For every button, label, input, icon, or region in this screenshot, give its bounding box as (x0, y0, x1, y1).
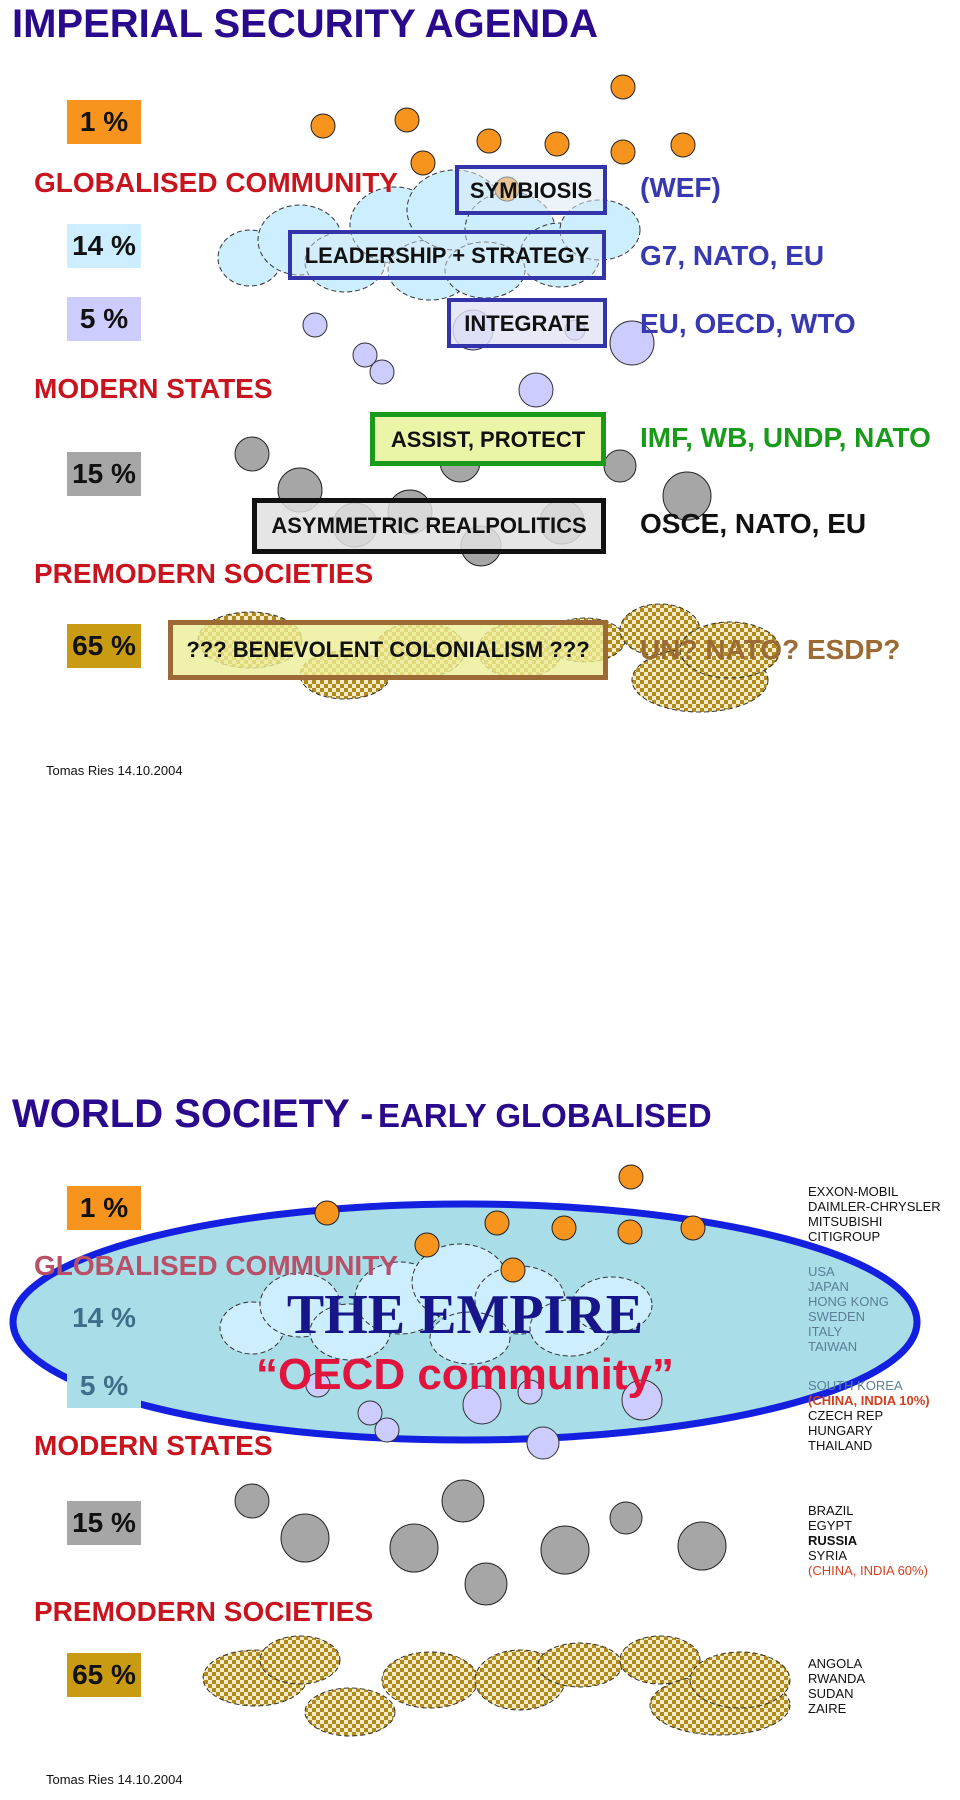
list-item: RWANDA (808, 1671, 866, 1686)
list-item: HONG KONG (808, 1294, 889, 1309)
slide2-title-main: WORLD SOCIETY - (12, 1092, 374, 1136)
box-symbiosis: SYMBIOSIS (455, 165, 607, 215)
list-item: CZECH REP (808, 1408, 884, 1423)
list-item: ANGOLA (808, 1656, 863, 1671)
list-item: SWEDEN (808, 1309, 866, 1324)
cat-globalised: GLOBALISED COMMUNITY (34, 167, 398, 198)
empire-title: THE EMPIRE (286, 1284, 644, 1346)
inner-cloud (219, 1243, 653, 1365)
oecd-community: “OECD community” (255, 1350, 675, 1399)
cat2-globalised: GLOBALISED COMMUNITY (34, 1250, 398, 1281)
list-item: ITALY (808, 1324, 843, 1339)
lavender-circles-2 (305, 1372, 663, 1460)
pct2-5: 5 % (67, 1364, 141, 1408)
list-item: SYRIA (808, 1548, 848, 1563)
org-osce: OSCE, NATO, EU (640, 508, 867, 539)
list-item: EGYPT (808, 1518, 853, 1533)
list-item: EXXON-MOBIL (808, 1184, 899, 1199)
pct-1: 1 % (67, 100, 141, 144)
box-leadership: LEADERSHIP + STRATEGY (288, 230, 606, 280)
list-item: HUNGARY (808, 1423, 873, 1438)
list-item: BRAZIL (808, 1503, 854, 1518)
box-asymmetric: ASYMMETRIC REALPOLITICS (252, 498, 606, 554)
org-un: UN? NATO? ESDP? (640, 634, 901, 665)
box-integrate: INTEGRATE (447, 298, 607, 348)
slide2-title: WORLD SOCIETY - EARLY GLOBALISED (12, 1092, 712, 1137)
cat-premodern: PREMODERN SOCIETIES (34, 558, 374, 589)
pct-14: 14 % (67, 224, 141, 268)
list-item: (CHINA, INDIA 10%) (808, 1393, 930, 1408)
slide1-footer: Tomas Ries 14.10.2004 (46, 763, 183, 778)
list-item: ZAIRE (808, 1701, 847, 1716)
pct-5: 5 % (67, 297, 141, 341)
slide2-title-sub: EARLY GLOBALISED (377, 1097, 712, 1134)
list-item: USA (808, 1264, 835, 1279)
premodern-clouds-2 (202, 1635, 791, 1737)
org-imf: IMF, WB, UNDP, NATO (640, 422, 931, 453)
list-item: THAILAND (808, 1438, 873, 1453)
cat-modern: MODERN STATES (34, 373, 273, 404)
orange-circles-2 (618, 1164, 644, 1190)
slide2-footer: Tomas Ries 14.10.2004 (46, 1772, 183, 1787)
box-assist: ASSIST, PROTECT (370, 412, 606, 466)
list-item: MITSUBISHI (808, 1214, 883, 1229)
list-item: SOUTH KOREA (808, 1378, 903, 1393)
pct-65: 65 % (67, 624, 141, 668)
list-item: SUDAN (808, 1686, 854, 1701)
pct2-65: 65 % (67, 1653, 141, 1697)
cat2-premodern: PREMODERN SOCIETIES (34, 1596, 374, 1627)
list-corporations: EXXON-MOBIL DAIMLER-CHRYSLER MITSUBISHI … (808, 1184, 941, 1244)
list-item: RUSSIA (808, 1533, 858, 1548)
pct-15: 15 % (67, 452, 141, 496)
list-oecd-core: USA JAPAN HONG KONG SWEDEN ITALY TAIWAN (808, 1264, 889, 1354)
box-colonialism: ??? BENEVOLENT COLONIALISM ??? (168, 620, 608, 680)
org-g7: G7, NATO, EU (640, 240, 825, 271)
gray-circles-2 (234, 1479, 727, 1606)
list-item: JAPAN (808, 1279, 849, 1294)
list-item: TAIWAN (808, 1339, 858, 1354)
org-eu: EU, OECD, WTO (640, 308, 856, 339)
pct2-1: 1 % (67, 1186, 141, 1230)
list-item: DAIMLER-CHRYSLER (808, 1199, 941, 1214)
list-integrating: SOUTH KOREA (CHINA, INDIA 10%) CZECH REP… (808, 1378, 930, 1453)
list-premodern: ANGOLA RWANDA SUDAN ZAIRE (808, 1656, 865, 1716)
slide1-title: IMPERIAL SECURITY AGENDA (12, 2, 598, 46)
pct2-14: 14 % (67, 1296, 141, 1340)
list-item: (CHINA, INDIA 60%) (808, 1563, 928, 1578)
list-item: CITIGROUP (808, 1229, 881, 1244)
org-wef: (WEF) (640, 172, 721, 203)
pct2-15: 15 % (67, 1501, 141, 1545)
orange-circles-3 (314, 1200, 706, 1283)
cat2-modern: MODERN STATES (34, 1430, 273, 1461)
slide2-diagram (9, 1164, 921, 1737)
list-modern: BRAZIL EGYPT RUSSIA SYRIA (CHINA, INDIA … (808, 1503, 928, 1578)
